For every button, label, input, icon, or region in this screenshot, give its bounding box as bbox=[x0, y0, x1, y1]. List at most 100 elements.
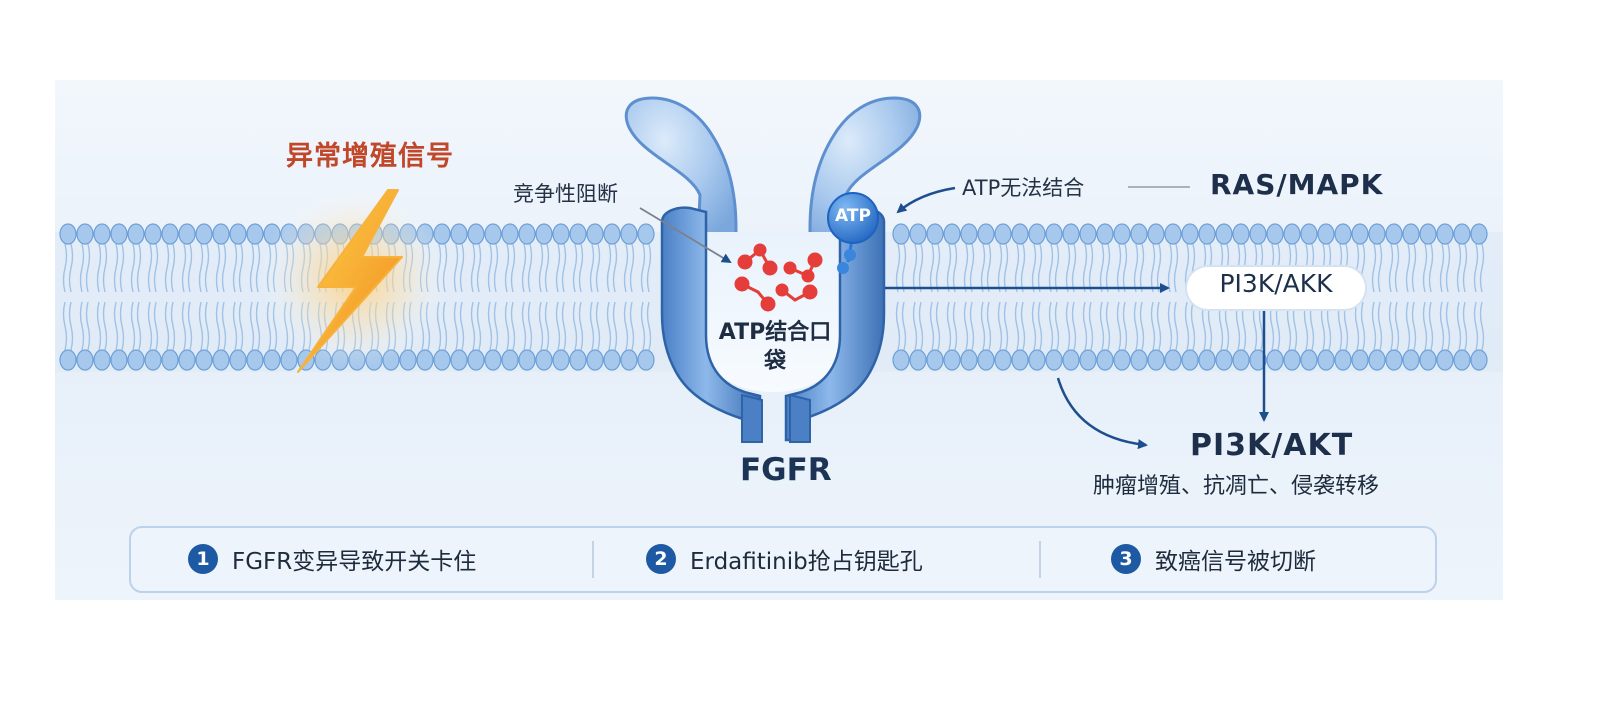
lipid-tail bbox=[181, 301, 187, 351]
lipid-tail bbox=[1411, 301, 1417, 351]
lipid-tail bbox=[1031, 301, 1037, 351]
lipid-tail bbox=[952, 243, 958, 293]
lipid-tail bbox=[102, 301, 108, 351]
lipid-head bbox=[960, 223, 978, 245]
lipid-tail bbox=[969, 301, 975, 351]
step-2: 2 Erdafitinib抢占钥匙孔 bbox=[646, 541, 923, 577]
lipid-head bbox=[1334, 223, 1352, 245]
lipid-tail bbox=[1462, 243, 1468, 293]
atp-molecule-icon bbox=[827, 192, 879, 274]
lipid-tail bbox=[1082, 243, 1088, 293]
lipid-head bbox=[994, 223, 1012, 245]
lipid-head bbox=[144, 349, 162, 371]
lipid-head bbox=[59, 349, 77, 371]
lipid-tail bbox=[510, 243, 516, 293]
lipid-tail bbox=[606, 301, 612, 351]
lipid-head bbox=[1283, 223, 1301, 245]
lipid-head bbox=[1232, 223, 1250, 245]
lipid-tail bbox=[623, 243, 629, 293]
lipid-tail bbox=[153, 301, 159, 351]
lipid-head bbox=[1215, 349, 1233, 371]
lipid-tail bbox=[215, 301, 221, 351]
lipid-tail bbox=[136, 301, 142, 351]
lipid-head bbox=[110, 223, 128, 245]
lipid-head bbox=[1181, 349, 1199, 371]
lipid-tail bbox=[612, 243, 618, 293]
lipid-tail bbox=[963, 301, 969, 351]
lipid-head bbox=[484, 223, 502, 245]
lipid-tail bbox=[969, 243, 975, 293]
lipid-tail bbox=[640, 243, 646, 293]
lipid-tail bbox=[997, 301, 1003, 351]
lipid-tail bbox=[612, 301, 618, 351]
lipid-tail bbox=[1371, 301, 1377, 351]
lipid-tail bbox=[1037, 243, 1043, 293]
lipid-head bbox=[76, 349, 94, 371]
lipid-head bbox=[1062, 349, 1080, 371]
lipid-tail bbox=[1105, 243, 1111, 293]
lipid-tail bbox=[1167, 301, 1173, 351]
lipid-tail bbox=[1014, 301, 1020, 351]
lipid-tail bbox=[249, 301, 255, 351]
lipid-head bbox=[1028, 223, 1046, 245]
lipid-head bbox=[892, 223, 910, 245]
lipid-head bbox=[1079, 349, 1097, 371]
drug-molecule-icon bbox=[734, 243, 823, 312]
lipid-head bbox=[926, 349, 944, 371]
lipid-tail bbox=[170, 301, 176, 351]
lipid-tail bbox=[1122, 301, 1128, 351]
lipid-tail bbox=[493, 243, 499, 293]
lipid-tail bbox=[1405, 301, 1411, 351]
lipid-tail bbox=[238, 301, 244, 351]
lipid-head bbox=[1198, 223, 1216, 245]
lipid-tail bbox=[623, 301, 629, 351]
lipid-head bbox=[1011, 349, 1029, 371]
lipid-tail bbox=[221, 243, 227, 293]
lipid-tail bbox=[1054, 243, 1060, 293]
lipid-head bbox=[1368, 349, 1386, 371]
lipid-head bbox=[1198, 349, 1216, 371]
lipid-head bbox=[1436, 349, 1454, 371]
lipid-tail bbox=[119, 301, 125, 351]
lipid-tail bbox=[470, 243, 476, 293]
lipid-tail bbox=[1020, 243, 1026, 293]
lipid-tail bbox=[187, 243, 193, 293]
lipid-tail bbox=[595, 301, 601, 351]
lipid-head bbox=[1300, 349, 1318, 371]
lipid-tail bbox=[646, 301, 652, 351]
lipid-tail bbox=[1377, 301, 1383, 351]
lipid-head bbox=[1368, 223, 1386, 245]
lipid-tail bbox=[1014, 243, 1020, 293]
lipid-head bbox=[620, 223, 638, 245]
lipid-tail bbox=[1439, 243, 1445, 293]
lipid-tail bbox=[130, 243, 136, 293]
lipid-tail bbox=[476, 243, 482, 293]
lipid-tail bbox=[1473, 301, 1479, 351]
atp-cannot-bind-label: ATP无法结合 bbox=[962, 176, 1085, 200]
lipid-tail bbox=[544, 301, 550, 351]
lipid-head bbox=[1317, 349, 1335, 371]
lipid-tail bbox=[102, 243, 108, 293]
lipid-tail bbox=[153, 243, 159, 293]
lipid-tail bbox=[895, 301, 901, 351]
lipid-tail bbox=[1020, 301, 1026, 351]
lipid-head bbox=[195, 223, 213, 245]
lipid-tail bbox=[1099, 301, 1105, 351]
lipid-tail bbox=[68, 243, 74, 293]
lipid-head bbox=[1079, 223, 1097, 245]
lipid-head bbox=[467, 349, 485, 371]
lipid-tail bbox=[164, 301, 170, 351]
step-text: 致癌信号被切断 bbox=[1155, 549, 1316, 575]
lipid-tail bbox=[986, 243, 992, 293]
lipid-tail bbox=[1479, 243, 1485, 293]
lipid-head bbox=[569, 349, 587, 371]
lipid-tail bbox=[918, 301, 924, 351]
lipid-tail bbox=[487, 301, 493, 351]
lipid-tail bbox=[181, 243, 187, 293]
lipid-head bbox=[1436, 223, 1454, 245]
lipid-tail bbox=[629, 301, 635, 351]
lipid-tail bbox=[1065, 243, 1071, 293]
lipid-head bbox=[501, 223, 519, 245]
lipid-tail bbox=[901, 301, 907, 351]
